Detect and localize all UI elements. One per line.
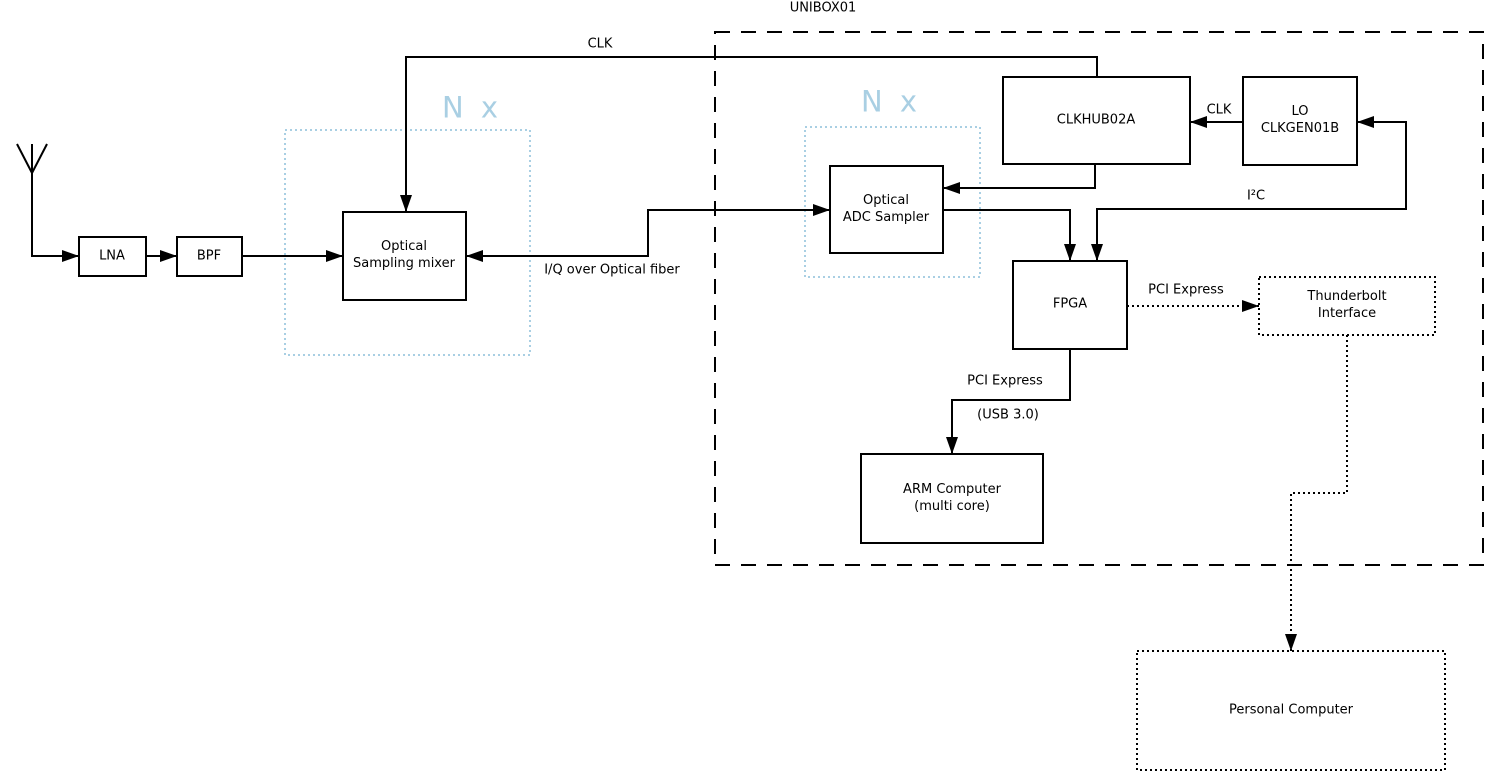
clk-lo-label: CLK: [1206, 102, 1232, 118]
adc-to-fpga-connector: [943, 209, 1076, 261]
unibox01-title: UNIBOX01: [789, 0, 857, 16]
iq-fiber-connector: [466, 204, 830, 262]
usb-label: (USB 3.0): [977, 407, 1039, 423]
lo-clkgen01b-block: [1242, 76, 1358, 166]
arm-computer-block: [860, 453, 1044, 544]
i2c-connector: [1091, 116, 1407, 261]
clk-main-label: CLK: [587, 36, 613, 52]
lna-block: [78, 236, 147, 277]
nx-label-left: N x: [441, 90, 503, 125]
nx-label-right: N x: [860, 84, 922, 119]
pcie-thunderbolt-label: PCI Express: [1148, 282, 1224, 298]
optical-adc-sampler-label: Optical ADC Sampler: [842, 193, 930, 225]
personal-computer-label: Personal Computer: [1228, 702, 1354, 718]
pcie-arm-label: PCI Express: [967, 373, 1043, 389]
thunderbolt-to-pc-connector: [1285, 335, 1348, 651]
optical-sampling-mixer-label: Optical Sampling mixer: [353, 239, 455, 271]
fpga-to-arm-connector: [946, 349, 1071, 454]
lo-clkgen01b-label: LO CLKGEN01B: [1260, 104, 1340, 136]
clkhub02a-block: [1002, 76, 1191, 165]
nx-group-adc-frame: [804, 126, 981, 278]
optical-adc-sampler-block: [829, 165, 944, 254]
i2c-label: I²C: [1246, 188, 1266, 204]
bpf-block: [176, 236, 243, 277]
arm-computer-label: ARM Computer (multi core): [903, 482, 1001, 514]
bpf-label: BPF: [196, 248, 222, 264]
thunderbolt-interface-label: Thunderbolt Interface: [1307, 289, 1387, 321]
clk-to-mixer-connector: [400, 56, 1098, 212]
fpga-label: FPGA: [1052, 296, 1088, 312]
clkhub-to-adc-connector: [943, 164, 1096, 194]
thunderbolt-interface-block: [1258, 276, 1436, 336]
clkhub02a-label: CLKHUB02A: [1056, 112, 1136, 128]
lna-label: LNA: [99, 248, 125, 264]
antenna-icon: [16, 143, 79, 256]
fpga-block: [1012, 260, 1128, 350]
iq-fiber-label: I/Q over Optical fiber: [544, 262, 680, 278]
personal-computer-block: [1136, 650, 1446, 771]
optical-sampling-mixer-block: [342, 211, 467, 301]
